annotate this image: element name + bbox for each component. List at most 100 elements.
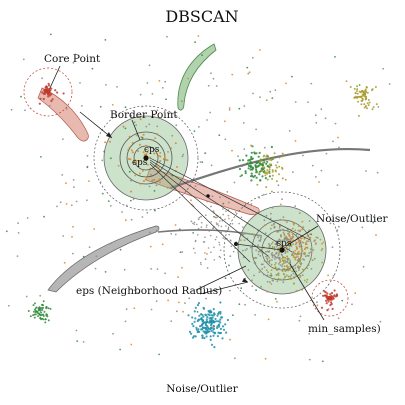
data-point: [127, 148, 130, 151]
data-point: [135, 124, 138, 126]
data-point: [280, 235, 282, 238]
data-point: [271, 259, 273, 261]
data-point: [279, 264, 282, 266]
data-point: [93, 228, 96, 230]
data-point: [273, 226, 276, 229]
data-point: [285, 242, 288, 245]
data-point: [190, 332, 193, 335]
data-point: [274, 243, 277, 246]
data-point: [62, 92, 65, 95]
data-point: [32, 314, 35, 317]
data-point: [263, 219, 266, 222]
data-point: [128, 170, 131, 173]
data-point: [270, 272, 272, 275]
data-point: [282, 229, 285, 232]
data-point: [257, 155, 260, 158]
data-point: [278, 226, 281, 229]
data-point: [209, 234, 212, 237]
data-point: [269, 274, 272, 277]
data-point: [124, 106, 127, 109]
data-point: [210, 164, 213, 167]
data-point: [288, 245, 291, 248]
data-point: [296, 255, 299, 258]
data-point: [255, 176, 258, 179]
data-point: [194, 240, 197, 243]
data-point: [311, 164, 314, 167]
data-point: [95, 255, 98, 258]
data-point: [298, 212, 301, 215]
data-point: [159, 152, 162, 154]
data-point: [134, 174, 137, 177]
data-point: [255, 128, 257, 131]
data-point: [360, 103, 363, 106]
data-point: [270, 212, 272, 215]
data-point: [86, 166, 89, 169]
data-point: [289, 269, 292, 271]
data-point: [41, 91, 44, 94]
data-point: [56, 205, 58, 208]
data-point: [281, 155, 284, 158]
data-point: [17, 222, 19, 225]
data-point: [278, 263, 280, 265]
data-point: [220, 225, 223, 228]
data-point: [263, 167, 266, 170]
data-point: [217, 325, 221, 328]
data-point: [203, 326, 206, 329]
data-point: [283, 233, 286, 236]
data-point: [247, 269, 250, 271]
data-point: [156, 125, 159, 128]
data-point: [175, 310, 178, 313]
data-point: [205, 335, 208, 338]
data-point: [40, 311, 43, 314]
data-point: [299, 239, 302, 242]
data-point: [244, 202, 247, 205]
core-neighborhood-ring: [23, 67, 73, 117]
data-point: [99, 105, 102, 108]
data-point: [99, 181, 102, 184]
data-point: [201, 319, 204, 322]
data-point: [311, 259, 314, 262]
data-point: [327, 274, 329, 277]
data-point: [29, 315, 32, 318]
data-point: [191, 322, 194, 325]
data-point: [204, 330, 207, 333]
data-point: [306, 247, 309, 249]
data-point: [202, 322, 205, 325]
data-point: [139, 118, 142, 121]
data-point: [141, 216, 144, 218]
label-eps-c: ϵps: [276, 239, 292, 249]
data-point: [285, 274, 288, 277]
data-point: [197, 302, 200, 305]
data-point: [125, 308, 128, 311]
data-point: [239, 175, 242, 178]
data-point: [217, 331, 220, 334]
data-point: [101, 159, 104, 162]
data-point: [41, 303, 43, 306]
data-point: [270, 283, 273, 285]
data-point: [325, 152, 328, 155]
data-point: [226, 318, 229, 322]
data-point: [138, 172, 141, 175]
data-point: [277, 272, 280, 275]
data-point: [42, 313, 45, 316]
data-point: [356, 88, 359, 91]
data-point: [166, 35, 168, 38]
data-point: [213, 332, 216, 335]
data-point: [290, 244, 293, 247]
leader-core-to-border: [79, 111, 113, 139]
data-point: [294, 205, 297, 208]
data-point: [208, 230, 211, 232]
data-point: [222, 202, 225, 205]
data-point: [258, 160, 261, 163]
data-point: [336, 184, 339, 187]
data-point: [308, 332, 311, 335]
data-point: [266, 280, 269, 283]
data-point: [274, 169, 277, 172]
data-point: [265, 186, 268, 189]
data-point: [196, 234, 199, 236]
data-point: [17, 232, 20, 234]
data-point: [289, 236, 292, 239]
data-point: [259, 240, 262, 242]
data-point: [295, 270, 298, 273]
